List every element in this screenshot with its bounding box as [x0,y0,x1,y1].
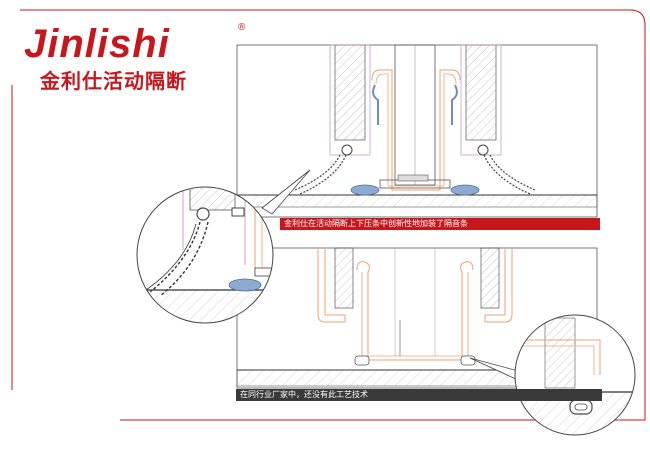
page-border [20,9,646,421]
top-left-panel-glass [334,44,366,141]
magnifier-left-ring [136,186,274,324]
top-seal-hook-left [372,84,379,125]
bottom-right-panel [480,247,500,309]
brand-logo: Jinlishi ® 金利仕活动隔断 [24,22,254,94]
callout-pointer-left [261,169,311,215]
bottom-profile-left [317,248,346,323]
bottom-profile-right [484,248,513,323]
top-seal-strip-left [294,154,341,191]
brand-latin-name: Jinlishi [24,22,170,66]
top-seal-strip-right [489,154,536,191]
magnifier-right-ring [514,314,636,436]
bottom-left-panel [334,247,354,309]
top-floor-slab [236,194,598,208]
brand-chinese-name: 金利仕活动隔断 [40,69,187,93]
top-right-panel-glass [465,44,497,141]
top-floor-roller-right [450,184,480,196]
registered-mark: ® [238,22,246,33]
caption-bottom: 在同行业厂家中，还没有此工艺技术 [236,389,602,401]
magnifier-right [515,315,635,435]
caption-top: 金利仕在活动隔断上下压条中创新性地加装了隔音条 [280,218,600,230]
bottom-section-drawing [236,247,598,389]
top-floor-roller-left [350,184,380,196]
top-seal-hook-right [451,84,458,125]
top-left-panel-frame [329,44,371,156]
bottom-section-frame [236,247,598,389]
